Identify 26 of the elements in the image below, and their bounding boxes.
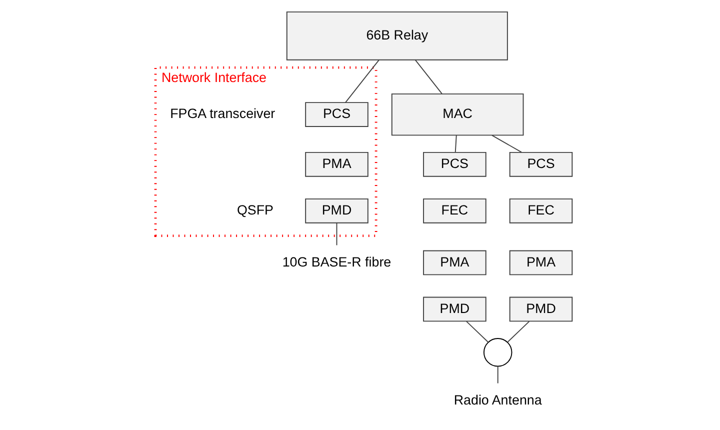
connector	[336, 222, 338, 246]
connector	[466, 320, 489, 343]
node-box: PMD	[423, 296, 486, 322]
node-box: PCS	[305, 102, 368, 128]
connector	[454, 134, 457, 153]
node-box: FEC	[509, 198, 573, 224]
label: QSFP	[236, 202, 274, 218]
node-box: PMA	[423, 250, 486, 276]
node-box: PMA	[305, 152, 368, 177]
connector	[497, 366, 498, 384]
label: FPGA transceiver	[170, 106, 276, 122]
node-box: 66B Relay	[286, 11, 508, 60]
node-box: PMD	[305, 198, 368, 224]
node-box: FEC	[423, 198, 486, 224]
node-circle	[483, 338, 512, 367]
node-text: 10G BASE-R fibre	[282, 254, 392, 270]
node-box: PCS	[423, 152, 486, 177]
connector	[492, 134, 522, 153]
connector	[507, 320, 530, 343]
connector	[414, 59, 442, 94]
node-box: PMA	[509, 250, 573, 276]
connector	[344, 59, 380, 104]
node-box: MAC	[391, 93, 524, 136]
node-text: Radio Antenna	[454, 392, 542, 408]
node-box: PMD	[509, 296, 573, 322]
node-box: PCS	[509, 152, 573, 177]
